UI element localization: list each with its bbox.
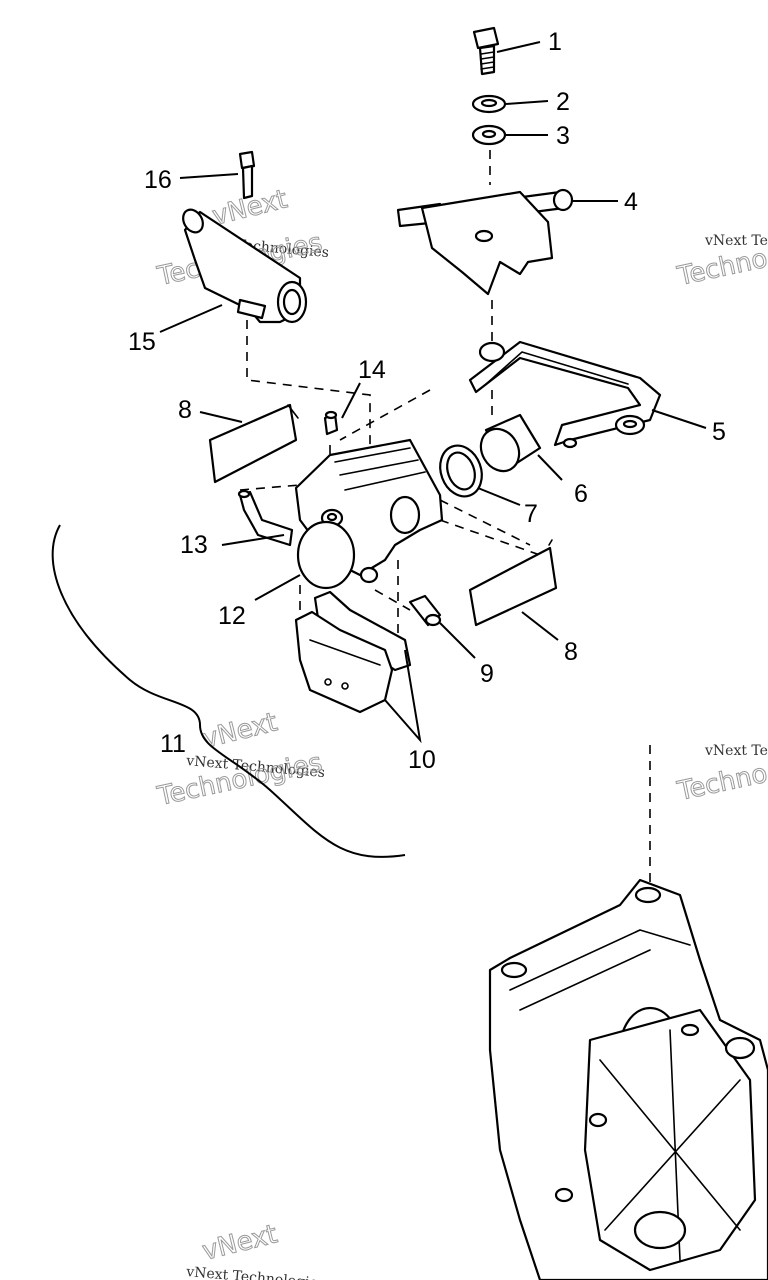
pin-part-13	[237, 489, 294, 547]
callout-11: 11	[160, 730, 186, 758]
callout-8-lower: 8	[564, 638, 578, 666]
bolt-part-16	[238, 150, 256, 200]
watermark-short-2: vNext	[199, 707, 280, 754]
callout-3: 3	[556, 122, 570, 150]
callout-12: 12	[218, 602, 246, 630]
callout-16: 16	[144, 166, 172, 194]
piston-part-12	[296, 520, 379, 590]
fitting-part-9	[408, 594, 442, 627]
cover-part-8-lower	[468, 539, 558, 627]
chassis-housing	[488, 878, 768, 1280]
callout-labels: 1 2 3 4 5 6 7 8 8 9 10 11 12 13 14 15 16	[128, 28, 726, 774]
leader-lines	[159, 41, 707, 744]
callout-14: 14	[358, 356, 386, 384]
bolt-part-1	[472, 26, 500, 76]
callout-5: 5	[712, 418, 726, 446]
callout-7: 7	[524, 500, 538, 528]
watermark-text-right-1: vNext Te	[704, 233, 768, 249]
callout-1: 1	[548, 28, 562, 56]
o-ring-part-7	[439, 444, 483, 498]
callout-10: 10	[408, 746, 436, 774]
group-bracket-11	[51, 524, 406, 858]
lock-washer-part-2	[471, 94, 507, 114]
outlet-bracket-part-4	[396, 188, 574, 296]
bleeder-part-14	[323, 410, 339, 436]
watermark-text-3: vNext Technologies	[185, 1264, 326, 1280]
callout-9: 9	[480, 660, 494, 688]
alignment-lines	[239, 150, 651, 895]
callout-8-upper: 8	[178, 396, 192, 424]
cover-part-8-upper	[208, 403, 299, 484]
watermark-short-3: vNext	[199, 1219, 280, 1266]
watermark-word-right-1: Techno	[674, 244, 768, 292]
brake-pads-part-10	[294, 590, 412, 714]
watermark-word-right-2: Techno	[674, 759, 768, 807]
callout-15: 15	[128, 328, 156, 356]
watermark-text-right-2: vNext Te	[704, 743, 768, 759]
callout-2: 2	[556, 88, 570, 116]
flat-washer-part-3	[471, 124, 507, 146]
sleeve-part-6	[479, 413, 542, 473]
frame-mount-part-5	[468, 340, 662, 449]
callout-6: 6	[574, 480, 588, 508]
housing-part-15	[182, 208, 308, 324]
callout-13: 13	[180, 531, 208, 559]
callout-4: 4	[624, 188, 638, 216]
